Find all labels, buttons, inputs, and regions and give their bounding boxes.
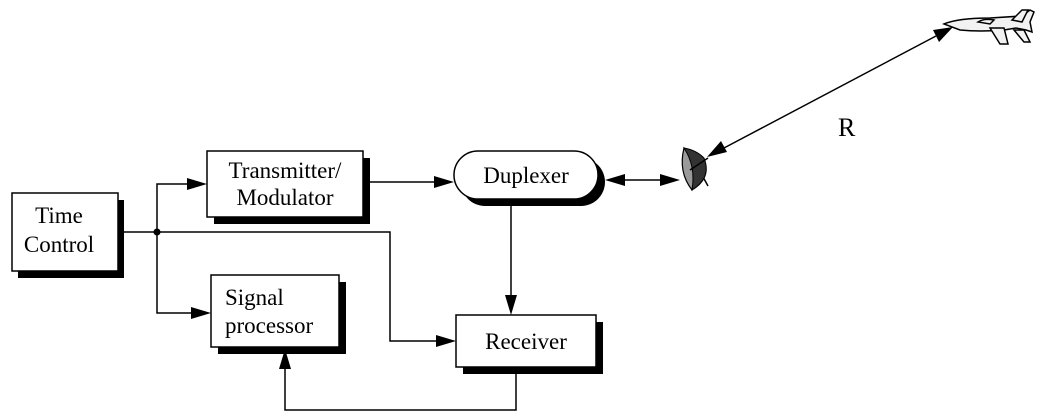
time-control-block: Time Control bbox=[11, 192, 124, 278]
arrowhead-receiver-top bbox=[505, 295, 517, 315]
transmitter-label-line2: Modulator bbox=[236, 185, 333, 210]
transmitter-label-line1: Transmitter/ bbox=[229, 158, 342, 183]
duplexer-block: Duplexer bbox=[453, 150, 605, 206]
receiver-label: Receiver bbox=[485, 329, 567, 354]
arrowhead-transmitter bbox=[187, 178, 207, 190]
path-receiver-to-signal-processor bbox=[284, 368, 517, 411]
signal-paths bbox=[118, 174, 680, 411]
range-line bbox=[707, 27, 953, 157]
range-line-segment bbox=[723, 35, 937, 149]
arrowhead-duplexer-right bbox=[605, 174, 625, 186]
arrowhead-antenna-left bbox=[660, 174, 680, 186]
arrowhead-receiver-left bbox=[436, 335, 456, 347]
time-control-label-line1: Time bbox=[35, 203, 83, 228]
receiver-block: Receiver bbox=[455, 314, 603, 374]
signal-processor-block: Signal processor bbox=[210, 274, 346, 354]
arrowhead-duplexer bbox=[434, 176, 454, 188]
path-to-signal-processor bbox=[156, 232, 192, 314]
range-label: R bbox=[838, 113, 856, 142]
path-to-receiver bbox=[157, 231, 437, 342]
signal-processor-label-line1: Signal bbox=[225, 285, 284, 310]
arrowhead-signal-processor bbox=[191, 307, 211, 319]
radar-dish-icon bbox=[681, 146, 709, 192]
jet-aircraft-icon bbox=[941, 9, 1035, 45]
path-to-transmitter bbox=[156, 183, 188, 232]
signal-processor-label-line2: processor bbox=[225, 313, 313, 338]
arrowhead-signal-processor-bottom bbox=[279, 349, 291, 369]
arrowhead-range-aircraft bbox=[933, 27, 953, 42]
time-control-label-line2: Control bbox=[24, 232, 94, 257]
transmitter-modulator-block: Transmitter/ Modulator bbox=[206, 150, 370, 224]
duplexer-label: Duplexer bbox=[483, 163, 569, 188]
arrowhead-range-antenna bbox=[707, 141, 727, 157]
